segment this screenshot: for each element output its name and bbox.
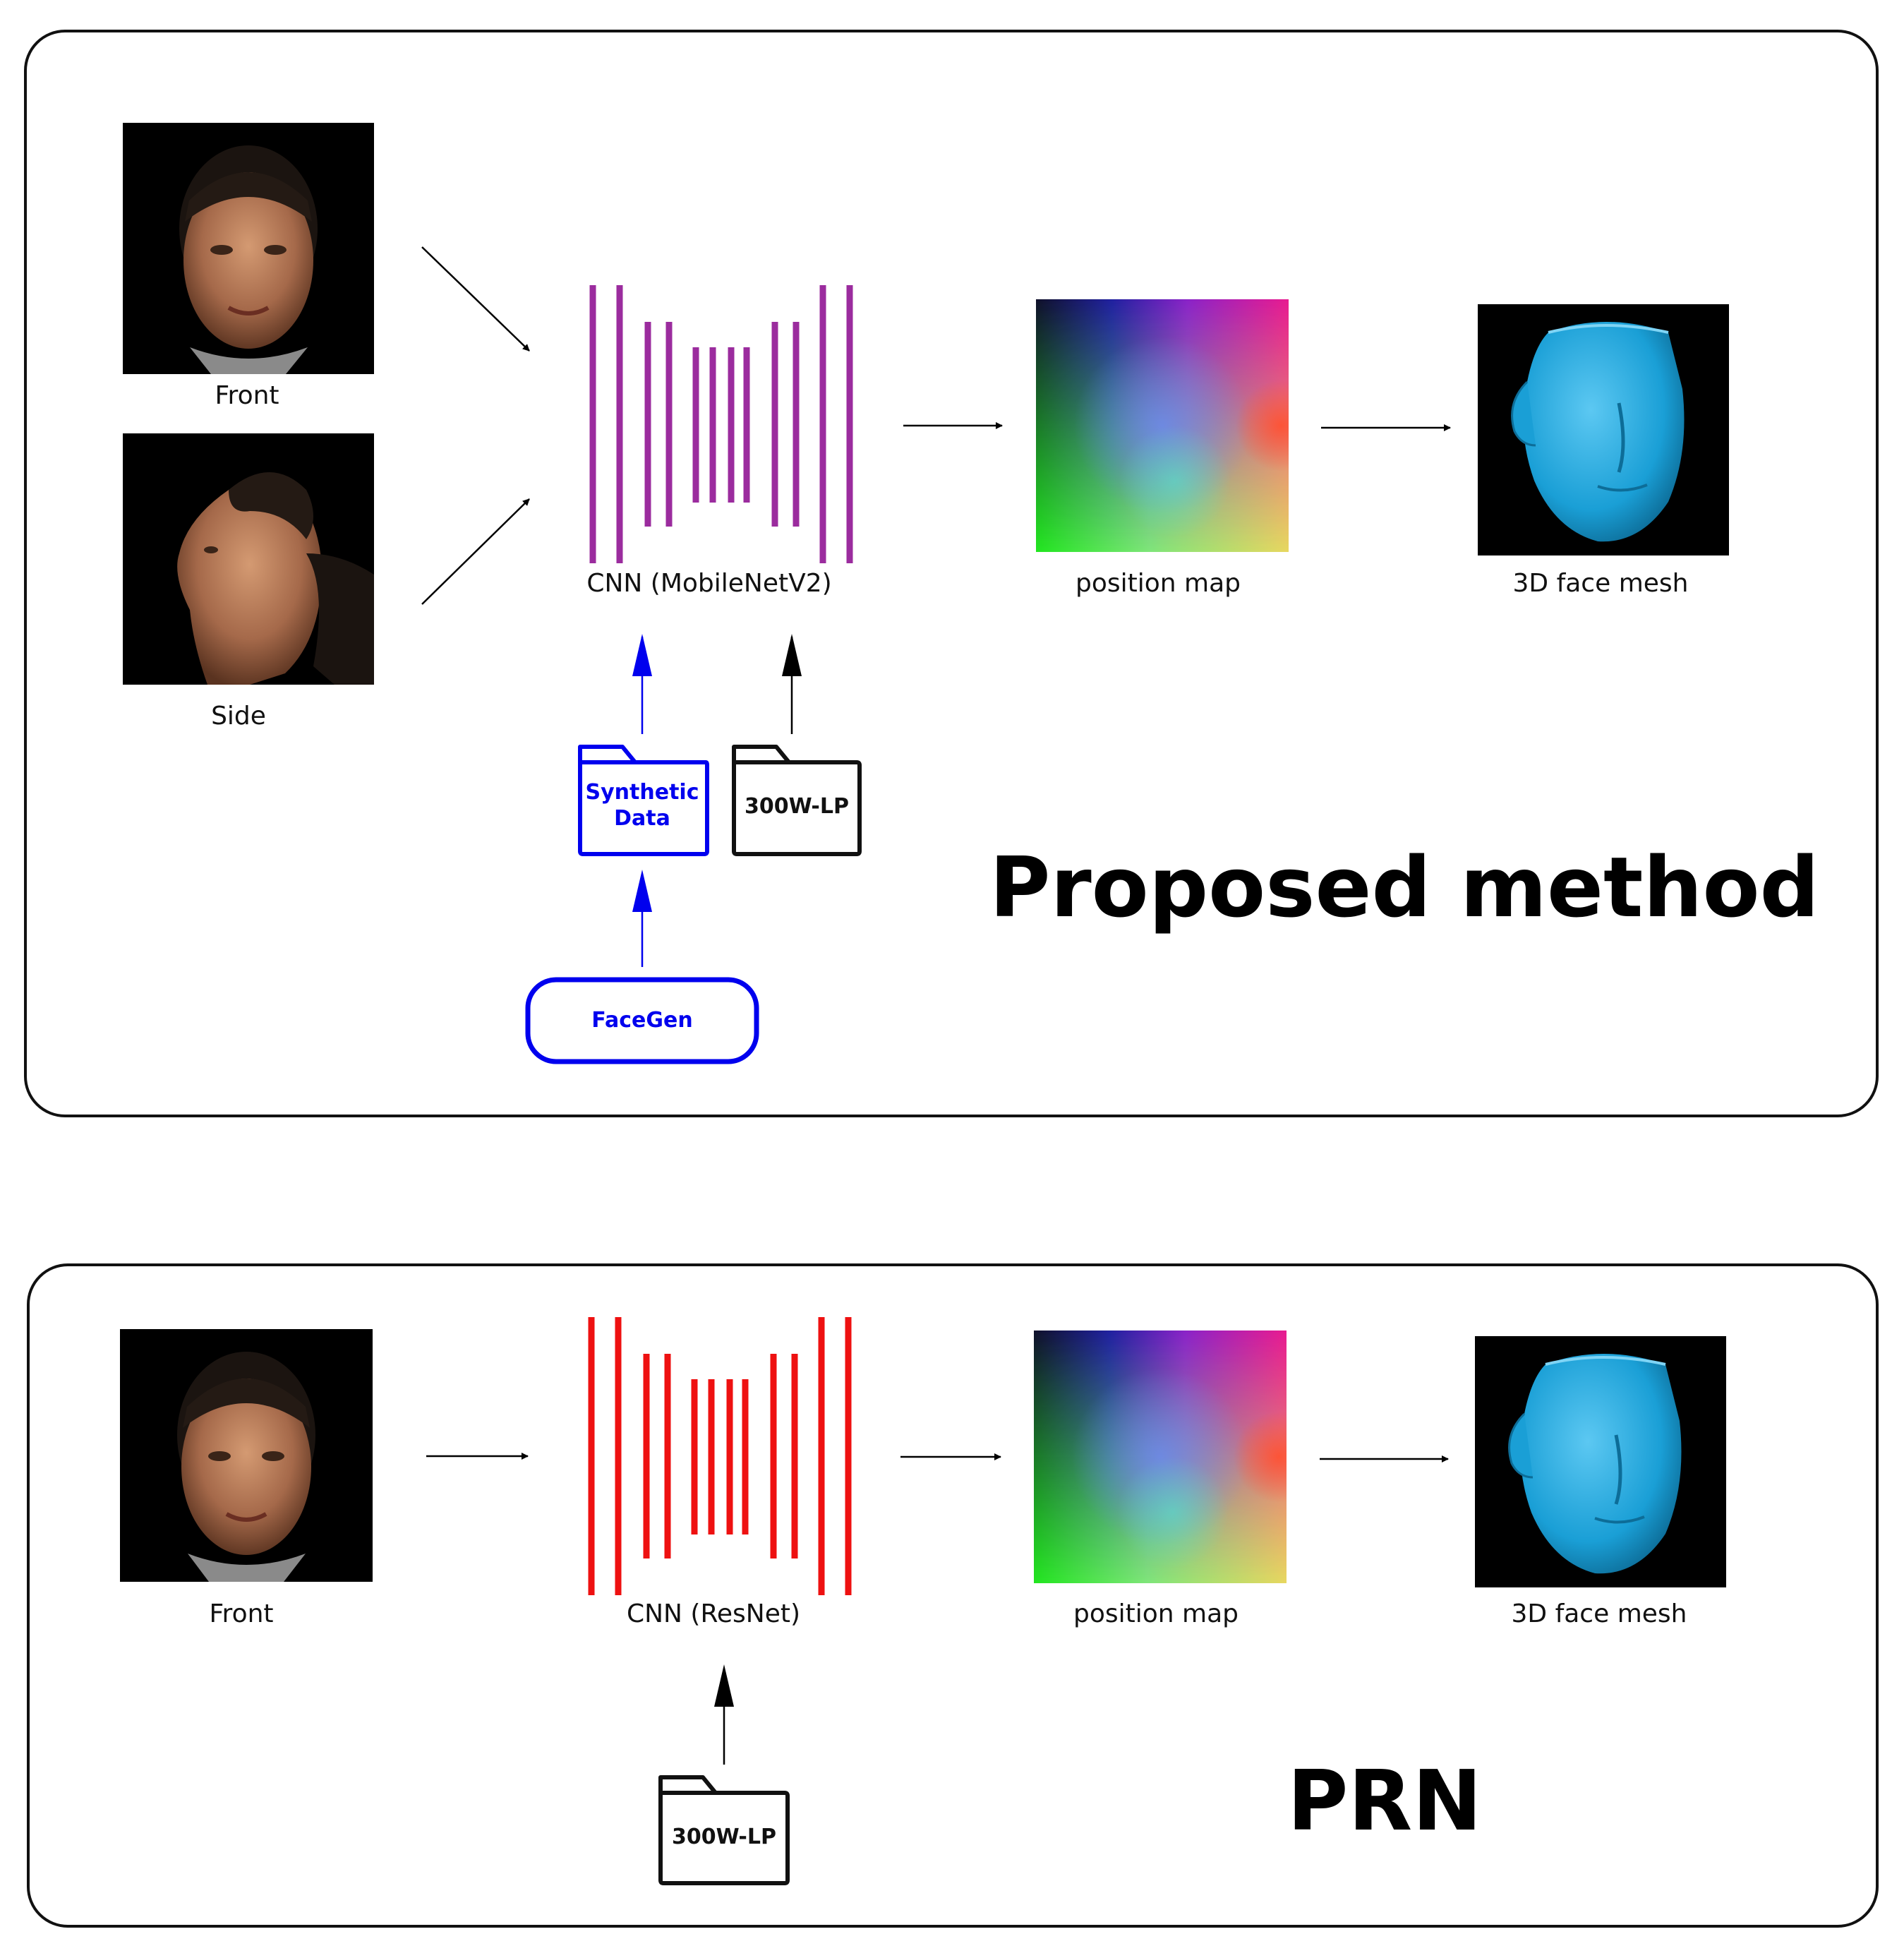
- prn-position-map-label: position map: [1073, 1599, 1239, 1628]
- prn-face-mesh-image: [1475, 1336, 1726, 1587]
- cnn-mobilenetv2: [589, 285, 853, 563]
- 300wlp-label: 300W-LP: [745, 794, 849, 819]
- synthetic-data-folder-icon: [578, 745, 709, 856]
- arrowhead-facegen-to-synthetic: [632, 870, 652, 912]
- position-map-label: position map: [1075, 569, 1241, 598]
- side-label: Side: [211, 702, 266, 731]
- synthetic-data-label-line1: Synthetic: [586, 780, 699, 805]
- prn-front-label: Front: [209, 1599, 273, 1628]
- facegen-box: [525, 977, 759, 1064]
- front-label: Front: [215, 381, 279, 410]
- front-face-photo: [123, 123, 374, 374]
- position-map-image: [1036, 299, 1289, 552]
- synthetic-data-label-line2: Data: [614, 806, 670, 831]
- proposed-method-panel: [24, 30, 1879, 1117]
- face-mesh-label: 3D face mesh: [1513, 569, 1689, 598]
- prn-300wlp-label: 300W-LP: [672, 1825, 776, 1849]
- proposed-method-title: Proposed method: [989, 839, 1819, 936]
- prn-arrowhead-300wlp-to-cnn: [714, 1664, 734, 1707]
- arrow-front-to-cnn: [421, 246, 530, 352]
- prn-front-face-photo: [120, 1329, 373, 1582]
- cnn-resnet: [588, 1317, 852, 1595]
- arrowhead-300wlp-to-cnn: [782, 634, 802, 676]
- prn-panel: [27, 1263, 1879, 1928]
- cnn-resnet-label: CNN (ResNet): [627, 1599, 800, 1628]
- cnn-mobilenetv2-label: CNN (MobileNetV2): [586, 569, 831, 598]
- prn-face-mesh-label: 3D face mesh: [1512, 1599, 1687, 1628]
- arrowhead-synthetic-to-cnn: [632, 634, 652, 676]
- arrow-side-to-cnn: [421, 498, 530, 605]
- prn-position-map-image: [1034, 1331, 1287, 1583]
- prn-title: PRN: [1287, 1752, 1482, 1849]
- side-face-photo: [123, 433, 374, 685]
- prn-300wlp-folder-icon: [658, 1775, 790, 1885]
- facegen-label: FaceGen: [591, 1008, 692, 1033]
- 300wlp-folder-icon: [732, 745, 862, 856]
- face-mesh-image: [1478, 304, 1729, 555]
